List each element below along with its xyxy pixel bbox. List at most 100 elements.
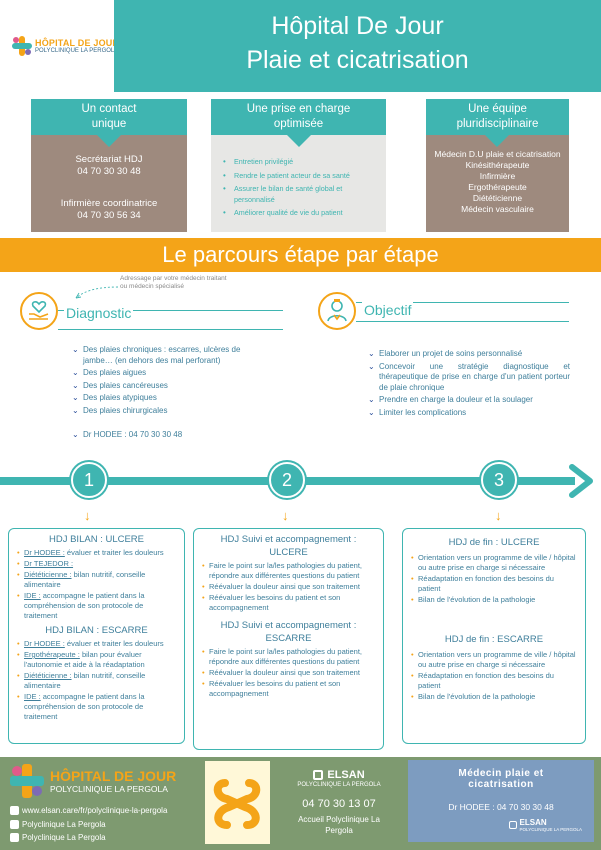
list-item: •Améliorer qualité de vie du patient — [223, 208, 343, 217]
doctor-contact-box: Médecin plaie et cicatrisation Dr HODEE … — [408, 760, 594, 842]
card-prise-body: •Entretien privilégié •Rendre le patient… — [211, 135, 386, 232]
doctor-title-1: Médecin plaie et — [458, 768, 544, 779]
facebook-icon — [10, 833, 19, 842]
list-item: Faire le point sur la/les pathologies du… — [202, 561, 375, 581]
hand-heart-icon — [20, 292, 58, 330]
step-3-title-ulcere: HDJ de fin : ULCERE — [448, 537, 540, 548]
elsan-phone: 04 70 30 13 07 — [302, 798, 376, 810]
card-contact-head: Un contact unique — [31, 99, 187, 135]
page-subtitle: Plaie et cicatrisation — [246, 46, 469, 74]
list-item: Bilan de l'évolution de la pathologie — [411, 692, 577, 702]
contact-phone-secretariat: 04 70 30 30 48 — [77, 166, 141, 177]
chevron-down-icon: ⌄ — [368, 407, 375, 417]
referral-note: Adressage par votre médecin traitant ou … — [120, 275, 227, 290]
card-contact: Un contact unique Secrétariat HDJ 04 70 … — [31, 99, 187, 232]
team-member: Médecin D.U plaie et cicatrisation — [434, 149, 561, 159]
list-item: ⌄Concevoir une stratégie diagnostique et… — [368, 361, 570, 392]
card-contact-title-1: Un contact — [81, 103, 137, 115]
elsan-sub-2: POLYCLINIQUE LA PERGOLA — [519, 827, 582, 832]
logo-sub: POLYCLINIQUE LA PERGOLA — [35, 48, 119, 54]
elsan-symbol-icon — [213, 779, 261, 829]
referral-arrow-icon — [75, 286, 119, 299]
team-member: Médecin vasculaire — [461, 204, 534, 214]
chevron-down-icon: ⌄ — [72, 380, 79, 390]
footer-logo-sub: POLYCLINIQUE LA PERGOLA — [50, 784, 168, 794]
list-item: Bilan de l'évolution de la pathologie — [411, 595, 577, 605]
elsan-logo-icon — [313, 770, 324, 780]
globe-icon — [10, 806, 19, 815]
step-2-title-ulcere-2: ULCERE — [269, 547, 308, 558]
list-item: Réévaluer les besoins du patient et son … — [202, 679, 375, 699]
card-contact-title-2: unique — [91, 118, 127, 130]
footer-logo: HÔPITAL DE JOUR POLYCLINIQUE LA PERGOLA — [10, 764, 176, 798]
elsan-name-2: ELSAN — [519, 818, 547, 827]
logo-name: HÔPITAL DE JOUR — [35, 38, 120, 48]
list-item: ⌄Prendre en charge la douleur et la soul… — [368, 395, 533, 404]
team-member: Ergothérapeute — [468, 182, 527, 192]
parcours-banner: Le parcours étape par étape — [0, 238, 601, 272]
timeline-arrow-icon — [569, 464, 593, 498]
list-item: Réadaptation en fonction des besoins du … — [411, 574, 577, 594]
team-member: Infirmière — [479, 171, 516, 181]
footer-linkedin[interactable]: Polyclinique La Pergola — [10, 820, 106, 829]
list-item: Réadaptation en fonction des besoins du … — [411, 671, 577, 691]
objectif-title: Objectif — [362, 302, 414, 318]
chevron-down-icon: ⌄ — [72, 405, 79, 415]
list-item: ⌄Des plaies chroniques : escarres, ulcèr… — [72, 345, 241, 365]
header-logo: HÔPITAL DE JOUR POLYCLINIQUE LA PERGOLA — [12, 36, 119, 56]
step-1-title-escarre: HDJ BILAN : ESCARRE — [45, 625, 148, 636]
diagnostic-header — [58, 310, 283, 330]
card-equipe-body: Médecin D.U plaie et cicatrisation Kinés… — [426, 135, 569, 232]
contact-phone-nurse: 04 70 30 56 34 — [77, 210, 141, 221]
list-item: ⌄Limiter les complications — [368, 407, 467, 417]
card-equipe-head: Une équipe pluridisciplinaire — [426, 99, 569, 135]
contact-label-nurse: Infirmière coordinatrice — [60, 198, 158, 209]
step-2-title-escarre-2: ESCARRE — [265, 633, 312, 644]
objectif-list: ⌄Elaborer un projet de soins personnalis… — [368, 349, 570, 420]
cross-logo-icon — [10, 764, 44, 798]
card-prise-en-charge: Une prise en charge optimisée •Entretien… — [211, 99, 386, 232]
step-1-circle: 1 — [71, 462, 107, 498]
doctor-title-2: cicatrisation — [468, 779, 534, 790]
elsan-contact: ELSAN POLYCLINIQUE LA PERGOLA 04 70 30 1… — [284, 769, 394, 836]
contact-label-secretariat: Secrétariat HDJ — [75, 154, 143, 165]
elsan-logo-icon — [508, 821, 517, 829]
list-item: Réévaluer la douleur ainsi que son trait… — [202, 668, 375, 678]
list-item: Réévaluer les besoins du patient et son … — [202, 593, 375, 613]
elsan-symbol-box — [205, 761, 270, 844]
chevron-down-icon: ⌄ — [72, 368, 79, 377]
card-prise-head: Une prise en charge optimisée — [211, 99, 386, 135]
doctor-icon — [318, 292, 356, 330]
chevron-down-icon: ⌄ — [72, 345, 79, 354]
objectif-header — [356, 302, 569, 322]
chevron-down-icon: ⌄ — [72, 393, 79, 402]
chevron-down-icon: ⌄ — [368, 395, 375, 404]
list-item: Ergothérapeute : bilan pour évaluer l'au… — [17, 650, 176, 670]
list-item: •Assurer le bilan de santé global et per… — [223, 184, 343, 204]
list-item: Dr HODEE : évaluer et traiter les douleu… — [17, 639, 176, 649]
step-1-box: HDJ BILAN : ULCERE Dr HODEE : évaluer et… — [8, 528, 185, 744]
page-title: Hôpital De Jour — [271, 12, 444, 40]
arrow-down-icon: ↓ — [282, 508, 289, 523]
chevron-down-icon: ⌄ — [72, 430, 79, 439]
diagnostic-contact: ⌄Dr HODEE : 04 70 30 30 48 — [72, 430, 183, 439]
team-member: Kinésithérapeute — [465, 160, 530, 170]
arrow-down-icon: ↓ — [495, 508, 502, 523]
footer-facebook[interactable]: Polyclinique La Pergola — [10, 833, 106, 842]
step-3-title-escarre: HDJ de fin : ESCARRE — [444, 634, 544, 645]
card-prise-title-1: Une prise en charge — [246, 103, 351, 115]
list-item: Dr TEJEDOR : — [17, 559, 176, 569]
card-equipe-title-1: Une équipe — [468, 103, 527, 115]
doctor-phone: Dr HODEE : 04 70 30 30 48 — [448, 802, 554, 812]
list-item: •Entretien privilégié — [223, 157, 294, 166]
elsan-accueil: Accueil Polyclinique La Pergola — [298, 815, 380, 835]
list-item: ⌄Elaborer un projet de soins personnalis… — [368, 349, 523, 358]
step-2-title-escarre-1: HDJ Suivi et accompagnement : — [220, 620, 357, 631]
footer-web[interactable]: www.elsan.care/fr/polyclinique-la-pergol… — [10, 806, 167, 815]
header-title-box: Hôpital De Jour Plaie et cicatrisation — [114, 0, 601, 92]
list-item: ⌄Des plaies aigues — [72, 368, 147, 377]
chevron-down-icon: ⌄ — [368, 361, 375, 371]
step-2-box: HDJ Suivi et accompagnement : ULCERE Fai… — [193, 528, 384, 750]
card-contact-body: Secrétariat HDJ 04 70 30 30 48 Infirmièr… — [31, 135, 187, 232]
list-item: Orientation vers un programme de ville /… — [411, 553, 577, 573]
